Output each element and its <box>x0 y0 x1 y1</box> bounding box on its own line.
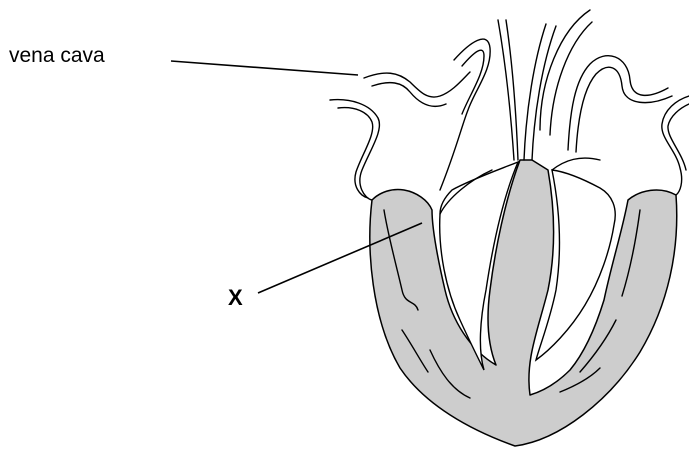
arch-right <box>540 10 590 130</box>
valve-right <box>552 158 600 170</box>
x-label: X <box>228 285 243 310</box>
left-atrium <box>330 100 379 200</box>
right-atrium-inner <box>668 104 689 170</box>
left-atrium-inner <box>338 108 373 198</box>
vessel-right-branch-inner <box>576 67 672 152</box>
vena-cava-vessel-lower <box>372 83 446 107</box>
vena-cava-leader-line <box>171 61 358 75</box>
vena-cava-label: vena cava <box>9 44 105 67</box>
heart-wall <box>370 160 677 446</box>
central-trunk-inner-right <box>524 24 546 160</box>
central-trunk-outer-left <box>498 20 514 160</box>
